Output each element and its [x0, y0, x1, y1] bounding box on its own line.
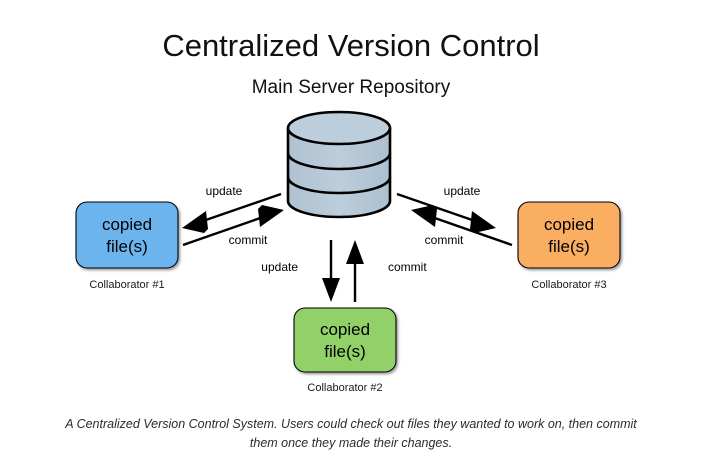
edge-left-commit-arrowhead	[258, 205, 284, 227]
edge-right-update-line	[396, 192, 479, 224]
edge-right-commit: commit	[411, 205, 513, 247]
edge-right-update: update	[396, 184, 496, 233]
cylinder-top	[286, 110, 392, 146]
edge-down-update-arrowhead	[322, 278, 340, 302]
caption-line-2: them once they made their changes.	[250, 436, 452, 450]
cylinder-body	[286, 126, 392, 219]
page-title: Centralized Version Control	[162, 28, 539, 63]
edge-up-commit-arrowhead	[346, 240, 364, 264]
collaborator-1-caption: Collaborator #1	[89, 279, 164, 291]
caption-line-1: A Centralized Version Control System. Us…	[64, 417, 637, 431]
collaborator-1-box[interactable]	[75, 201, 179, 269]
edge-left-commit-label: commit	[229, 233, 268, 247]
collaborator-2-line2: file(s)	[324, 342, 366, 361]
edge-right-commit-arrowhead	[411, 205, 437, 227]
collaborator-3-line2: file(s)	[548, 237, 590, 256]
edge-right-commit-line	[428, 214, 513, 247]
edge-up-commit-label: commit	[388, 260, 427, 274]
diagram-subtitle: Main Server Repository	[252, 77, 451, 98]
node-collaborator-1[interactable]: copied file(s) Collaborator #1	[75, 201, 179, 291]
edge-left-update-arrowhead	[182, 211, 208, 233]
node-collaborator-3[interactable]: copied file(s) Collaborator #3	[517, 201, 621, 291]
edge-right-commit-label: commit	[425, 233, 464, 247]
main-server-repository-cylinder[interactable]	[286, 110, 392, 219]
edge-right-update-arrowhead	[470, 211, 496, 233]
collaborator-2-caption: Collaborator #2	[307, 382, 382, 394]
edge-left-update: update	[182, 184, 282, 233]
edge-left-commit: commit	[182, 205, 284, 247]
edge-left-update-line	[199, 192, 282, 224]
edge-left-update-label: update	[206, 184, 243, 198]
collaborator-1-line1: copied	[102, 215, 152, 234]
edge-down-update-label: update	[261, 260, 298, 274]
edge-left-commit-line	[182, 214, 267, 247]
collaborator-2-box[interactable]	[293, 307, 397, 373]
cylinder-band-2	[286, 176, 392, 195]
collaborator-2-line1: copied	[320, 320, 370, 339]
collaborator-3-caption: Collaborator #3	[531, 279, 606, 291]
node-collaborator-2[interactable]: copied file(s) Collaborator #2	[293, 307, 397, 394]
collaborator-3-line1: copied	[544, 215, 594, 234]
edge-down-update: update	[261, 240, 340, 302]
collaborator-1-line2: file(s)	[106, 237, 148, 256]
edge-right-update-label: update	[444, 184, 481, 198]
cylinder-band-1	[286, 152, 392, 171]
collaborator-3-box[interactable]	[517, 201, 621, 269]
edge-up-commit: commit	[346, 240, 427, 302]
